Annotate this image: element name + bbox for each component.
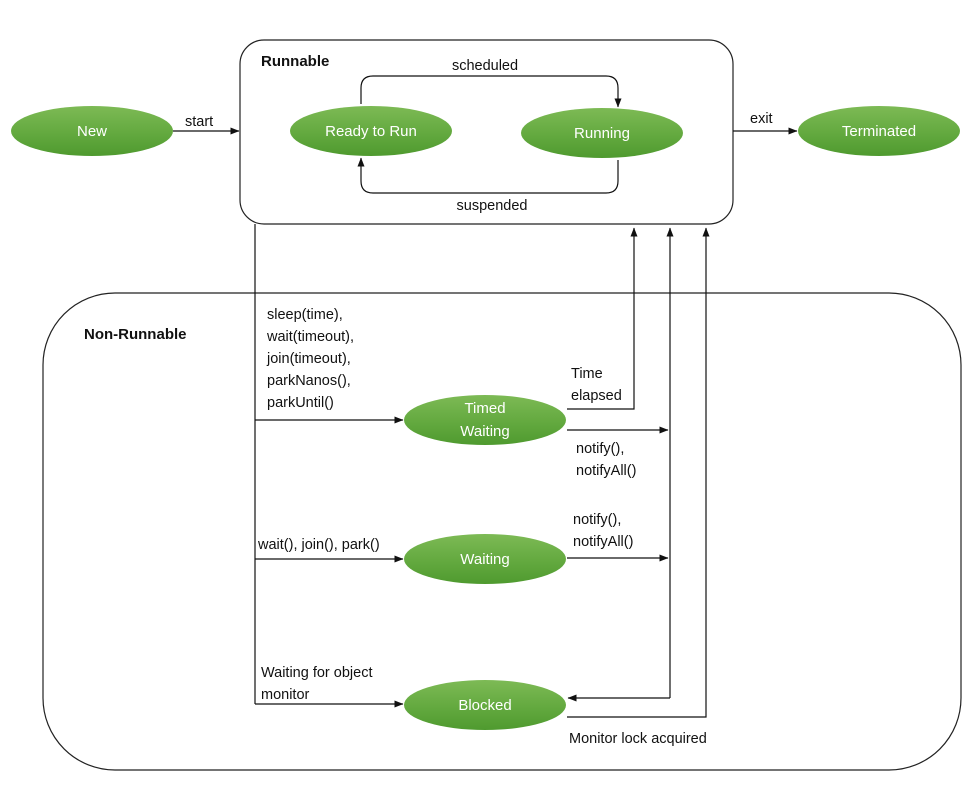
state-waiting: Waiting [404, 534, 566, 584]
state-terminated-label: Terminated [842, 123, 916, 140]
label-notify-timed-line-1: notify(), [576, 441, 624, 457]
label-waiting-monitor-line-2: monitor [261, 687, 310, 703]
label-sleep-line-5: parkUntil() [267, 395, 334, 411]
runnable-group-box [239, 39, 734, 225]
state-waiting-label: Waiting [460, 551, 509, 568]
state-running: Running [521, 108, 683, 158]
label-sleep-line-4: parkNanos(), [267, 373, 351, 389]
label-sleep-line-2: wait(timeout), [266, 329, 354, 345]
label-notify-waiting-line-1: notify(), [573, 512, 621, 528]
state-blocked-label: Blocked [458, 697, 511, 714]
label-sleep-line-1: sleep(time), [267, 307, 343, 323]
label-wait-join-park: wait(), join(), park() [257, 537, 380, 553]
state-terminated: Terminated [798, 106, 960, 156]
state-timed-waiting-label-line1: Timed [464, 400, 505, 417]
state-running-label: Running [574, 125, 630, 142]
label-sleep-line-3: join(timeout), [266, 351, 351, 367]
label-exit: exit [750, 111, 773, 127]
label-scheduled: scheduled [452, 58, 518, 74]
label-time-elapsed-line-2: elapsed [571, 388, 622, 404]
state-blocked: Blocked [404, 680, 566, 730]
edge-time-elapsed [567, 227, 638, 410]
runnable-group-title: Runnable [261, 53, 329, 70]
edge-suspended [357, 157, 619, 194]
non-runnable-group-title: Non-Runnable [84, 326, 187, 343]
label-notify-waiting-line-2: notifyAll() [573, 534, 633, 550]
label-waiting-monitor-line-1: Waiting for object [261, 665, 372, 681]
label-suspended: suspended [457, 198, 528, 214]
state-ready-to-run-label: Ready to Run [325, 123, 417, 140]
state-timed-waiting: Timed Waiting [404, 395, 566, 445]
label-timed-waiting-calls: sleep(time), wait(timeout), join(timeout… [266, 307, 354, 411]
edge-monitor-lock-acquired [567, 227, 710, 718]
label-time-elapsed-line-1: Time [571, 366, 603, 382]
state-new: New [11, 106, 173, 156]
label-notify-timed-line-2: notifyAll() [576, 463, 636, 479]
edge-scheduled [360, 75, 622, 108]
label-monitor-lock-acquired: Monitor lock acquired [569, 731, 707, 747]
label-start: start [185, 114, 213, 130]
state-new-label: New [77, 123, 107, 140]
state-timed-waiting-label-line2: Waiting [460, 423, 509, 440]
non-runnable-group-box [42, 292, 962, 771]
state-ready-to-run: Ready to Run [290, 106, 452, 156]
